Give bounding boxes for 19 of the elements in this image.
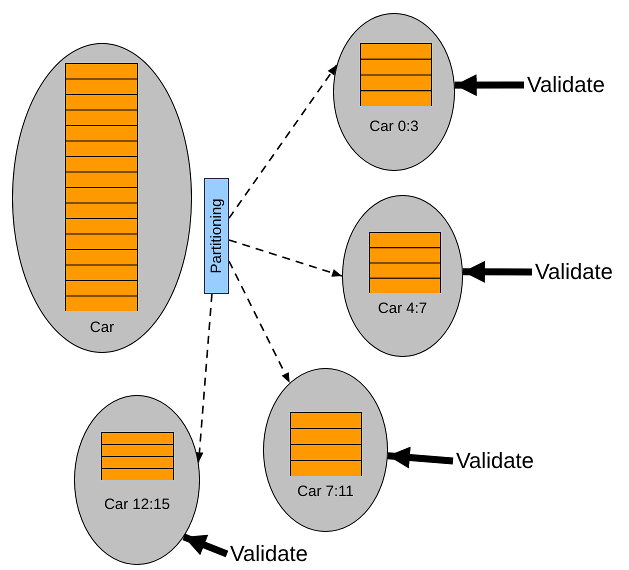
thick-arrow: [388, 446, 454, 468]
node-label: Car 0:3: [369, 118, 419, 136]
action-label: Validate: [456, 448, 552, 474]
dashed-arrow: [228, 260, 290, 384]
dashed-arrow: [228, 239, 342, 277]
dashed-arrow: [195, 294, 213, 462]
action-label: Validate: [535, 259, 629, 285]
dashed-arrow: [228, 64, 338, 219]
node-label: Partitioning: [208, 198, 226, 274]
action-label: Validate: [527, 72, 623, 98]
node-label: Car 4:7: [378, 300, 428, 318]
thick-arrow: [454, 74, 524, 96]
node-label: Car 12:15: [104, 496, 170, 514]
node-label: Car: [90, 319, 114, 337]
process-box: [204, 178, 229, 294]
thick-arrow: [462, 260, 532, 283]
action-label: Validate: [230, 541, 326, 567]
node-label: Car 7:11: [297, 483, 354, 501]
thick-arrow: [182, 534, 228, 558]
